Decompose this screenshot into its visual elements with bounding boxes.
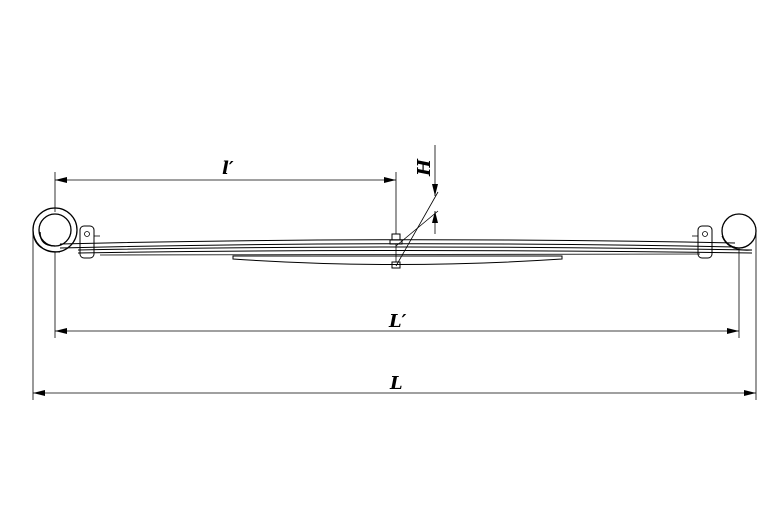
right-spring-eye bbox=[721, 213, 757, 251]
label-L: L bbox=[389, 373, 403, 394]
dimension-L: L bbox=[32, 230, 757, 400]
second-leaf bbox=[77, 246, 753, 251]
right-rebound-clip bbox=[692, 225, 713, 259]
short-leaf bbox=[232, 255, 563, 265]
left-rebound-clip bbox=[79, 225, 100, 259]
label-L-prime: L′ bbox=[388, 311, 407, 332]
dimension-l-prime: l′ bbox=[54, 158, 397, 234]
label-h: H bbox=[414, 158, 435, 177]
dimension-L-prime: L′ bbox=[54, 248, 740, 338]
dimension-h: H bbox=[395, 145, 439, 267]
spring-leaves bbox=[59, 239, 753, 265]
label-l-prime: l′ bbox=[222, 158, 234, 179]
left-spring-eye bbox=[32, 207, 78, 253]
second-leaf-bottom bbox=[77, 250, 753, 254]
third-leaf bbox=[99, 253, 701, 256]
